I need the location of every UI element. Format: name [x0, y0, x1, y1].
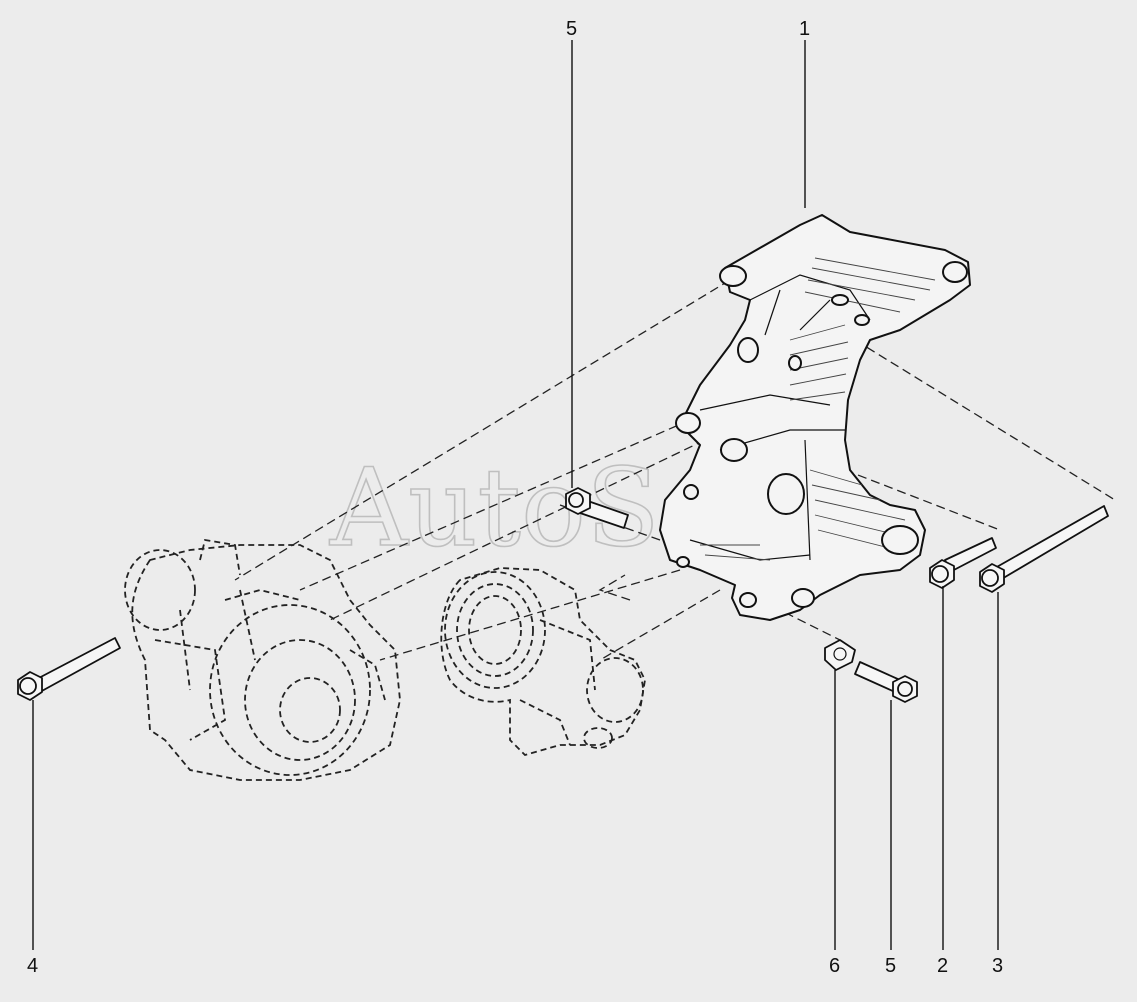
bolt-part-4 — [17, 637, 121, 701]
alternator-outline — [124, 538, 401, 781]
bolt-part-5-top — [565, 487, 629, 529]
bushing-part-6 — [824, 639, 856, 671]
callout-4: 4 — [27, 955, 38, 977]
leader-lines — [32, 40, 999, 950]
callout-5-top: 5 — [566, 18, 577, 40]
callout-3: 3 — [992, 955, 1003, 977]
bolt-part-3 — [979, 505, 1109, 593]
assembly-dashed-lines — [234, 279, 1116, 661]
mounting-bracket — [659, 214, 971, 621]
bolt-part-5-bottom — [854, 661, 918, 703]
callout-6: 6 — [829, 955, 840, 977]
bolt-part-2 — [929, 537, 997, 589]
callout-2: 2 — [937, 955, 948, 977]
pump-outline — [440, 567, 646, 757]
callout-1: 1 — [799, 18, 810, 40]
callout-5-bottom: 5 — [885, 955, 896, 977]
